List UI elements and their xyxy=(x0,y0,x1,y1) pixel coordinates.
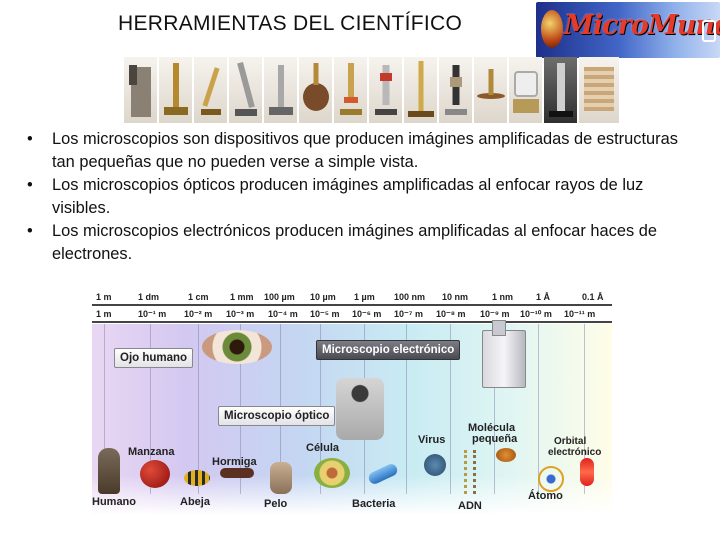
scale-unit: 1 m xyxy=(96,292,112,302)
microscope-image xyxy=(334,57,367,123)
scale-unit: 10⁻³ m xyxy=(226,309,255,319)
label-manzana: Manzana xyxy=(128,446,175,458)
hair-image xyxy=(270,462,292,494)
scale-unit: 1 Å xyxy=(536,292,551,302)
microscope-image xyxy=(404,57,437,123)
label-molecula: Molécula xyxy=(468,422,516,434)
atom-image xyxy=(538,466,564,492)
scale-unit: 0.1 Å xyxy=(582,292,604,302)
scale-gridline xyxy=(450,324,451,494)
bullet-dot: • xyxy=(27,176,33,194)
banner-ojo-humano: Ojo humano xyxy=(114,348,194,368)
microscope-image xyxy=(194,57,227,123)
microscope-image xyxy=(544,57,577,123)
scale-unit: 10⁻⁶ m xyxy=(352,309,382,319)
orbital-image xyxy=(580,458,594,486)
scale-unit: 1 cm xyxy=(188,292,209,302)
label-abeja: Abeja xyxy=(180,496,210,508)
scale-unit: 10 µm xyxy=(310,292,336,302)
scale-gridline xyxy=(406,324,407,494)
microscope-image xyxy=(124,57,157,123)
scale-unit: 100 nm xyxy=(394,292,426,302)
scale-unit: 1 mm xyxy=(230,292,254,302)
scale-unit: 10⁻¹ m xyxy=(138,309,167,319)
microscope-image xyxy=(439,57,472,123)
cell-image xyxy=(314,458,350,488)
scale-unit: 10⁻⁴ m xyxy=(268,309,298,319)
microscope-image xyxy=(229,57,262,123)
bullet-text: Los microscopios son dispositivos que pr… xyxy=(52,130,678,171)
scale-ruler-line xyxy=(92,304,612,306)
scale-unit: 1 dm xyxy=(138,292,160,302)
banner-microscopio-electronico: Microscopio electrónico xyxy=(316,340,461,360)
label-adn: ADN xyxy=(458,500,482,512)
label-bacteria: Bacteria xyxy=(352,498,396,510)
scale-top-units: 1 m 1 dm 1 cm 1 mm 100 µm 10 µm 1 µm 100… xyxy=(92,292,612,306)
label-orbital-electronico: electrónico xyxy=(548,447,602,458)
scale-unit: 10 nm xyxy=(442,292,469,302)
book-icon xyxy=(702,20,716,42)
bullet-item: • Los microscopios ópticos producen imági… xyxy=(24,174,704,219)
bullet-item: • Los microscopios electrónicos producen … xyxy=(24,220,704,265)
microscope-image xyxy=(579,57,619,123)
label-atomo: Átomo xyxy=(528,490,563,502)
label-molecula-pequena: pequeña xyxy=(472,433,518,445)
scale-unit: 10⁻⁷ m xyxy=(394,309,423,319)
dna-image xyxy=(464,450,476,494)
microscope-image xyxy=(509,57,542,123)
virus-image xyxy=(424,454,446,476)
label-virus: Virus xyxy=(418,434,446,446)
microscope-image xyxy=(299,57,332,123)
bullet-text: Los microscopios ópticos producen imágin… xyxy=(52,176,644,217)
scale-gridline xyxy=(584,324,585,494)
scale-unit: 1 nm xyxy=(492,292,514,302)
electron-microscope-image xyxy=(482,330,526,388)
scale-unit: 10⁻⁵ m xyxy=(310,309,340,319)
label-humano: Humano xyxy=(92,496,136,508)
bee-image xyxy=(184,470,210,486)
slide-title: HERRAMIENTAS DEL CIENTÍFICO xyxy=(118,12,463,35)
scale-unit: 10⁻¹¹ m xyxy=(564,309,596,319)
scale-unit: 1 m xyxy=(96,309,112,319)
size-scale-figure: 1 m 1 dm 1 cm 1 mm 100 µm 10 µm 1 µm 100… xyxy=(92,290,612,515)
scale-unit: 100 µm xyxy=(264,292,295,302)
scale-gridline xyxy=(538,324,539,494)
bullet-dot: • xyxy=(27,130,33,148)
microscope-image-strip xyxy=(124,57,619,123)
scale-gridline xyxy=(150,324,151,494)
microscope-image xyxy=(369,57,402,123)
scale-gridline xyxy=(104,324,105,494)
scale-bottom-units: 1 m 10⁻¹ m 10⁻² m 10⁻³ m 10⁻⁴ m 10⁻⁵ m 1… xyxy=(92,309,612,323)
human-image xyxy=(98,448,120,494)
label-orbital: Orbital xyxy=(554,436,587,447)
globe-icon xyxy=(541,10,563,48)
micromundo-logo: MicroMundo xyxy=(536,2,720,58)
eye-icon xyxy=(202,330,272,364)
bullet-list: • Los microscopios son dispositivos que p… xyxy=(24,128,704,266)
bullet-item: • Los microscopios son dispositivos que p… xyxy=(24,128,704,173)
bullet-dot: • xyxy=(27,222,33,240)
scale-unit: 10⁻¹⁰ m xyxy=(520,309,552,319)
scale-unit: 10⁻² m xyxy=(184,309,213,319)
label-pelo: Pelo xyxy=(264,498,288,510)
electron-microscope-column xyxy=(492,320,506,336)
scale-unit: 10⁻⁸ m xyxy=(436,309,466,319)
label-hormiga: Hormiga xyxy=(212,456,257,468)
label-celula: Célula xyxy=(306,442,340,454)
molecule-image xyxy=(496,448,516,462)
scale-unit: 1 µm xyxy=(354,292,375,302)
bullet-text: Los microscopios electrónicos producen i… xyxy=(52,222,657,263)
scale-gridline xyxy=(198,324,199,494)
microscope-image xyxy=(264,57,297,123)
microscope-image xyxy=(474,57,507,123)
scale-ruler-line xyxy=(92,321,612,323)
microscope-image xyxy=(159,57,192,123)
ant-image xyxy=(220,468,254,478)
optical-microscope-image xyxy=(336,378,384,440)
scale-unit: 10⁻⁹ m xyxy=(480,309,510,319)
scale-gridline xyxy=(494,324,495,494)
logo-text: MicroMundo xyxy=(564,10,720,41)
apple-image xyxy=(140,460,170,488)
banner-microscopio-optico: Microscopio óptico xyxy=(218,406,336,426)
